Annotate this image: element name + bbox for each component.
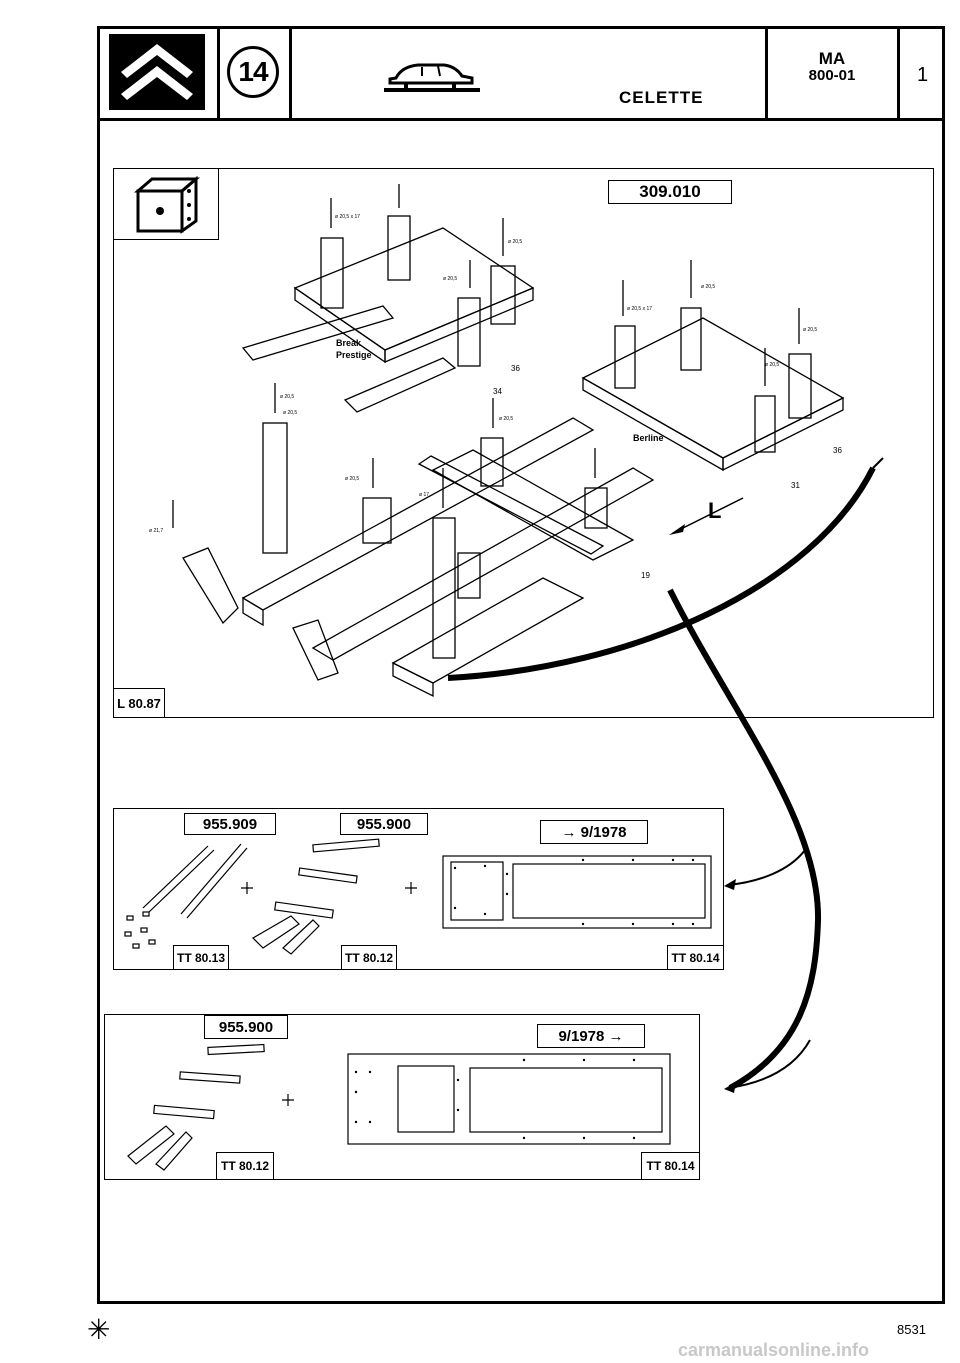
header-bar: 14 CELETTE MA 800-01 1 xyxy=(97,26,945,121)
manual-code-line1: MA xyxy=(818,49,846,68)
kit-after-tool-b: TT 80.14 xyxy=(641,1152,700,1180)
label-break: Break xyxy=(336,338,362,348)
callout-4: 31 xyxy=(791,481,800,490)
bench-jig-drawing: Break Prestige Berline L 36 34 36 31 19 … xyxy=(149,184,884,698)
manual-code-line2: 800-01 xyxy=(808,67,856,84)
dim-1: ø 20,5 x 17 xyxy=(335,214,360,220)
section-number-badge: 14 xyxy=(227,46,279,98)
header-title: CELETTE xyxy=(619,88,704,107)
dim-2: ø 20,5 xyxy=(508,239,522,245)
section-number: 14 xyxy=(238,56,268,87)
main-tool-code: L 80.87 xyxy=(113,688,165,718)
direction-label: L xyxy=(708,498,721,523)
label-prestige: Prestige xyxy=(336,350,372,360)
kit-before-ref-b: 955.900 xyxy=(340,813,428,835)
kit-after-tool-a: TT 80.12 xyxy=(216,1152,274,1180)
dim-8: ø 20,5 xyxy=(280,394,294,400)
tool-icon-box xyxy=(113,168,219,240)
manual-code: MA 800-01 xyxy=(769,50,895,84)
kit-before-tool-b: TT 80.12 xyxy=(341,945,397,970)
dice-icon xyxy=(133,175,201,234)
connector-curve xyxy=(667,588,822,1093)
page-number: 1 xyxy=(916,64,929,86)
kit-before-drawing xyxy=(124,838,712,955)
dim-10: ø 20,5 xyxy=(499,416,513,422)
kit-before-date: → 9/1978 xyxy=(540,820,648,844)
callout-2: 34 xyxy=(493,387,502,396)
callout-5: 19 xyxy=(641,571,650,580)
dim-5: ø 20,5 x 17 xyxy=(627,306,652,312)
kit-after-drawing xyxy=(127,1043,671,1171)
watermark: carmanualsonline.info xyxy=(678,1340,870,1360)
kit-before-ref-a: 955.909 xyxy=(184,813,276,835)
dim-9: ø 20,5 xyxy=(283,410,297,416)
dim-3: ø 20,5 xyxy=(443,276,457,282)
page-code: 8531 xyxy=(897,1322,926,1337)
callout-1: 36 xyxy=(511,364,520,373)
kit-after-ref: 955.900 xyxy=(204,1015,288,1039)
dim-13: ø 21,7 xyxy=(149,528,163,534)
main-diagram-panel xyxy=(113,168,934,718)
callout-3: 36 xyxy=(833,446,842,455)
dim-7: ø 20,5 xyxy=(765,362,779,368)
car-bench-icon xyxy=(382,56,482,103)
dim-12: ø 17 xyxy=(419,492,429,498)
dim-11: ø 20,5 xyxy=(345,476,359,482)
label-berline: Berline xyxy=(633,433,664,443)
kit-before-tool-c: TT 80.14 xyxy=(667,945,724,970)
kit-after-date: 9/1978 → xyxy=(537,1024,645,1048)
kit-before-tool-a: TT 80.13 xyxy=(173,945,229,970)
main-reference-label: 309.010 xyxy=(608,180,732,204)
asterisk-icon: ✳ xyxy=(87,1314,111,1345)
dim-6: ø 20,5 xyxy=(803,327,817,333)
page-frame xyxy=(97,26,945,1304)
citroen-logo xyxy=(109,34,205,110)
dim-4: ø 20,5 xyxy=(701,284,715,290)
